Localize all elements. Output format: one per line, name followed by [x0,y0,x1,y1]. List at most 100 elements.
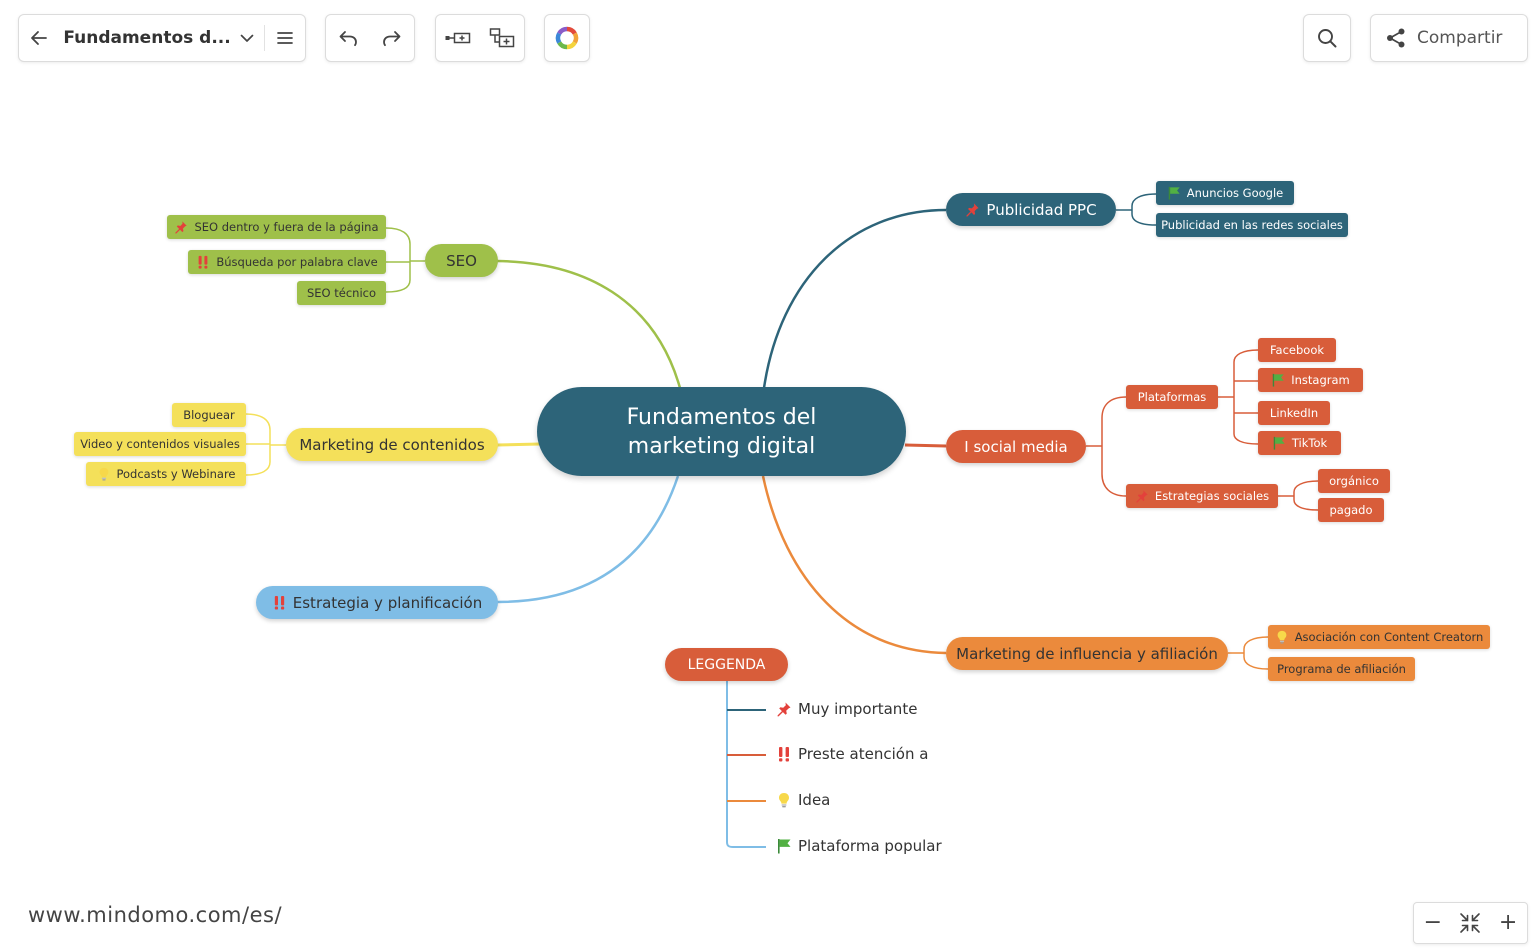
add-child-topic-icon [489,28,515,48]
legend-title-label: LEGGENDA [687,656,766,673]
back-button[interactable] [19,15,59,61]
subtopic-label: Instagram [1291,373,1350,387]
toolbar-divider [263,25,265,51]
central-topic-line1: Fundamentos del [626,404,817,430]
flag-icon [1272,436,1286,450]
link-seo [496,259,682,389]
topic-strategy[interactable]: Estrategia y planificación [256,586,498,619]
color-wheel-icon [555,26,579,50]
zoom-out-button[interactable]: − [1423,910,1443,935]
exclamation-icon [196,255,210,269]
undo-button[interactable] [326,15,370,61]
search-icon [1318,29,1337,48]
subtopic-podcasts[interactable]: Podcasts y Webinare [86,462,246,486]
website-url: www.mindomo.com/es/ [28,903,283,927]
subtopic-content-creator[interactable]: Asociación con Content Creatorn [1268,625,1490,649]
subtopic-google-ads[interactable]: Anuncios Google [1156,181,1294,205]
subtopic-label: LinkedIn [1269,406,1319,420]
add-sibling-topic-icon [445,32,471,44]
add-child-topic-button[interactable] [480,15,524,61]
zoom-controls: − + [1413,902,1528,944]
arrow-left-icon [31,31,48,45]
search-button[interactable] [1304,15,1350,61]
search-toolbar [1303,14,1351,62]
topic-seo[interactable]: SEO [425,244,498,277]
topic-influence[interactable]: Marketing de influencia y afiliación [946,637,1228,670]
redo-icon [383,31,401,47]
topic-content-marketing[interactable]: Marketing de contenidos [286,428,498,461]
subtopic-label: Plataformas [1137,390,1207,404]
insert-toolbar [435,14,525,62]
share-toolbar[interactable]: Compartir [1370,14,1528,62]
subtopic-seo-technical[interactable]: SEO técnico [297,281,386,305]
topic-ppc[interactable]: Publicidad PPC [946,193,1116,226]
pin-icon [965,202,980,217]
platform-instagram[interactable]: Instagram [1258,368,1363,392]
legend-item-label: Muy importante [798,700,918,718]
topic-social-media[interactable]: I social media [946,430,1086,463]
subtopic-seo-onpage[interactable]: SEO dentro y fuera de la página [167,215,386,239]
subtopic-label: SEO técnico [306,286,377,300]
fit-to-screen-button[interactable] [1455,912,1485,934]
central-topic[interactable]: Fundamentos del marketing digital [537,387,906,476]
strategy-paid[interactable]: pagado [1318,498,1384,522]
subtopic-seo-keyword[interactable]: Búsqueda por palabra clave [188,250,386,274]
link-strategy [496,475,680,604]
subtopic-platforms[interactable]: Plataformas [1126,385,1218,409]
subtopic-label: Bloguear [183,408,235,422]
subtopic-label: pagado [1329,503,1373,517]
subtopic-label: TikTok [1291,436,1328,450]
flag-icon [1167,186,1181,200]
add-sibling-topic-button[interactable] [436,15,480,61]
platform-linkedin[interactable]: LinkedIn [1258,401,1330,425]
link-ppc [762,208,947,389]
subtopic-affiliate[interactable]: Programa de afiliación [1268,657,1415,681]
topic-ppc-label: Publicidad PPC [986,200,1097,219]
legend-item-idea: Idea [776,791,830,809]
menu-button[interactable] [265,15,305,61]
lightbulb-icon [97,467,111,481]
subtopic-label: Asociación con Content Creatorn [1294,630,1484,644]
document-title[interactable]: Fundamentos d... [63,28,231,48]
title-dropdown-button[interactable] [231,15,264,61]
legend-item-popular-platform: Plataforma popular [776,837,942,855]
theme-button[interactable] [545,15,589,61]
subtopic-social-ads[interactable]: Publicidad en las redes sociales [1156,213,1348,237]
central-topic-line2: marketing digital [627,433,816,459]
exclamation-icon [776,746,792,762]
chevron-down-icon [240,34,254,42]
flag-icon [776,838,792,854]
hamburger-menu-icon [276,32,293,44]
subtopic-blog[interactable]: Bloguear [172,403,246,427]
link-social [904,443,947,448]
legend-item-label: Preste atención a [798,745,929,763]
platform-facebook[interactable]: Facebook [1258,338,1336,362]
subtopic-video[interactable]: Video y contenidos visuales [74,432,246,456]
link-content [496,442,541,447]
share-button-label: Compartir [1417,28,1503,48]
zoom-in-button[interactable]: + [1498,910,1518,935]
undo-icon [339,31,357,47]
strategy-organic[interactable]: orgánico [1318,469,1390,493]
history-toolbar [325,14,415,62]
topic-content-label: Marketing de contenidos [299,435,485,454]
link-influence [761,475,947,655]
subtopic-social-strategies[interactable]: Estrategias sociales [1126,484,1278,508]
lightbulb-icon [1275,630,1289,644]
collapse-arrows-icon [1460,913,1481,933]
share-icon [1387,28,1405,48]
topic-social-label: I social media [964,437,1068,456]
subtopic-label: SEO dentro y fuera de la página [194,220,379,234]
subtopic-label: Búsqueda por palabra clave [216,255,378,269]
redo-button[interactable] [370,15,414,61]
legend-title[interactable]: LEGGENDA [665,648,788,681]
pin-icon [1135,489,1149,503]
subtopic-label: Video y contenidos visuales [80,437,240,451]
legend-item-important: Muy importante [776,700,917,718]
legend-item-label: Idea [798,791,831,809]
platform-tiktok[interactable]: TikTok [1258,431,1341,455]
topic-strategy-label: Estrategia y planificación [292,593,483,612]
exclamation-icon [272,595,287,610]
subtopic-label: Anuncios Google [1186,186,1284,200]
